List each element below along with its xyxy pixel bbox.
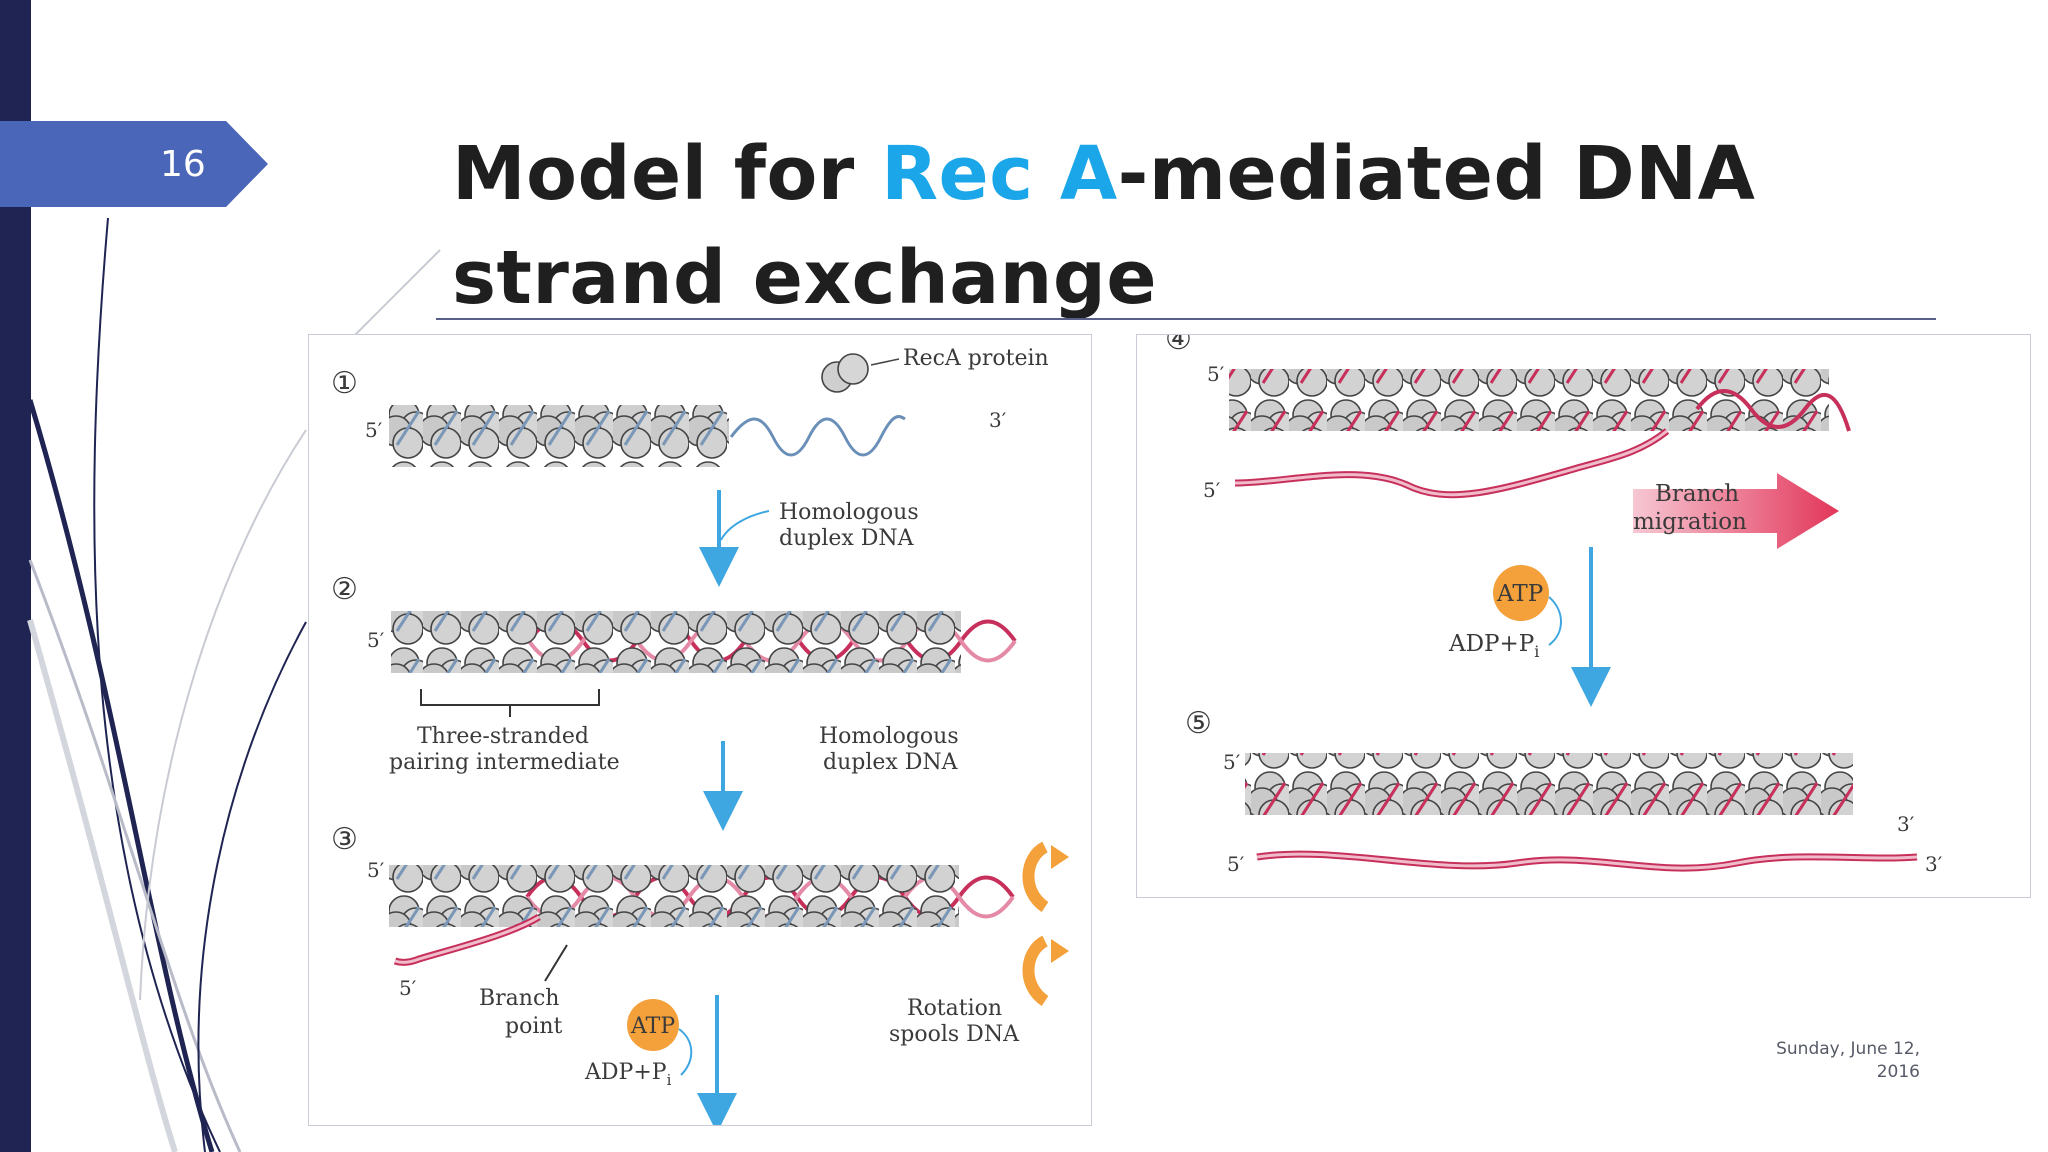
label-branch-point-a: Branch [479,986,559,1011]
reca-filament-step3 [389,865,959,927]
reca-pointer-line [870,358,900,366]
branch-pointer [544,944,568,982]
step-4-number: ④ [1165,335,1192,357]
displaced-strand-highlight [1234,429,1668,497]
reca-filament-step4 [1229,369,1829,431]
label-branch-point-b: point [505,1014,563,1039]
bent-arrow-homologous [720,510,770,541]
ssdna-strand [729,415,906,457]
step-2-number: ② [331,572,358,607]
reca-filament-step2 [391,611,961,673]
label-homologous-duplex-2a: Homologous [819,724,959,749]
slide-date: Sunday, June 12, 2016 [1720,1038,1920,1084]
step-3-number: ③ [331,822,358,857]
slide-title: Model for Rec A-mediated DNA strand exch… [452,122,1932,330]
exchanged-strand-highlight [1256,852,1918,870]
page-number: 16 [160,144,206,185]
three-prime-label: 3′ [1925,852,1943,876]
branch-migration-arrow [1633,473,1839,549]
displaced-strand [1234,428,1670,499]
step-1-number: ① [331,366,358,401]
five-prime-label: 5′ [1207,362,1225,386]
displaced-strand-highlight [394,915,540,964]
three-prime-label: 3′ [989,408,1007,432]
bracket-three-stranded [420,689,600,706]
page-number-tab [0,121,268,207]
label-rotation-b: spools DNA [889,1022,1020,1047]
title-underline [436,318,1936,320]
adp-label: ADP+Pi [1448,631,1539,661]
title-text-pre: Model for [452,131,882,217]
five-prime-label: 5′ [367,858,385,882]
five-prime-label: 5′ [367,628,385,652]
reca-filament-step5 [1245,753,1853,815]
atp-circle-icon [627,999,679,1051]
three-prime-label: 3′ [1897,812,1915,836]
rotation-arrow-head [1051,939,1069,963]
label-branch-migration-b: migration [1633,509,1747,535]
atp-label: ATP [630,1014,675,1039]
five-prime-label: 5′ [365,418,383,442]
reca-monomer [837,353,869,385]
five-prime-label: 5′ [1223,750,1241,774]
figure-steps-4-5: ④ 5′ 5′ Branch migration ATP ADP+Pi ⑤ 5′… [1136,334,2031,898]
label-rotation-a: Rotation [907,996,1002,1021]
slide-date-line1: Sunday, June 12, [1776,1039,1920,1059]
decorative-swoosh-lines [27,217,441,1152]
rotation-arrow-icon [1022,841,1049,912]
atp-label: ATP [1496,581,1543,607]
five-prime-label: 5′ [1227,852,1245,876]
atp-curve-arrow [1548,596,1562,646]
label-homologous-duplex-1b: duplex DNA [779,526,915,551]
adp-label: ADP+Pi [584,1060,672,1089]
figure-steps-1-3: ① 5′ 3′ RecA protein Homologous duplex D… [308,334,1092,1126]
title-text-post: -mediated DNA strand exchange [452,131,1756,321]
reca-filament-step1 [389,405,729,467]
label-three-stranded-b: pairing intermediate [389,750,620,775]
rotation-arrow-icon [1022,935,1049,1006]
label-branch-migration-a: Branch [1655,481,1739,507]
five-prime-label: 5′ [1203,478,1221,502]
title-highlight: Rec A [881,131,1118,217]
atp-curve-arrow [678,1028,693,1076]
step-5-number: ⑤ [1185,706,1212,741]
slide-date-line2: 2016 [1876,1062,1920,1082]
label-homologous-duplex-2b: duplex DNA [823,750,959,775]
label-three-stranded-a: Three-stranded [417,724,589,749]
label-reca-protein: RecA protein [903,346,1049,371]
five-prime-label: 5′ [399,976,417,1000]
duplex-dna-strand [1695,389,1851,432]
atp-circle-icon [1493,565,1549,621]
rotation-arrow-head [1051,845,1069,869]
label-homologous-duplex-1a: Homologous [779,500,919,525]
